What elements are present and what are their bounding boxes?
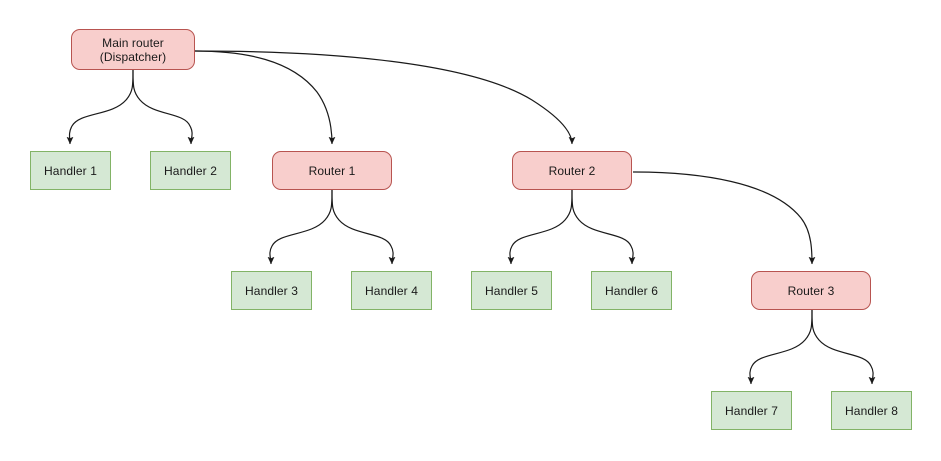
node-handler-2[interactable]: Handler 2 <box>150 151 231 190</box>
node-handler-6[interactable]: Handler 6 <box>591 271 672 310</box>
edge-main-to-router-1 <box>194 50 336 145</box>
node-router-3[interactable]: Router 3 <box>751 271 871 310</box>
node-handler-1[interactable]: Handler 1 <box>30 151 111 190</box>
edge-main-to-handler-1 <box>66 69 134 145</box>
node-handler-7-label: Handler 7 <box>725 403 778 418</box>
node-handler-3-label: Handler 3 <box>245 283 298 298</box>
node-router-1[interactable]: Router 1 <box>272 151 392 190</box>
node-router-3-label: Router 3 <box>787 283 835 298</box>
edge-main-to-handler-2 <box>132 69 195 145</box>
node-router-1-label: Router 1 <box>308 163 356 178</box>
edge-router-2-to-router-3 <box>632 171 816 265</box>
edge-router-1-to-handler-3 <box>267 189 333 265</box>
edge-router-3-to-handler-8 <box>811 309 876 385</box>
edge-main-to-router-2 <box>194 50 576 145</box>
node-handler-3[interactable]: Handler 3 <box>231 271 312 310</box>
node-handler-6-label: Handler 6 <box>605 283 658 298</box>
node-handler-2-label: Handler 2 <box>164 163 217 178</box>
edge-router-2-to-handler-6 <box>571 189 636 265</box>
node-handler-5-label: Handler 5 <box>485 283 538 298</box>
node-handler-7[interactable]: Handler 7 <box>711 391 792 430</box>
node-handler-4-label: Handler 4 <box>365 283 418 298</box>
edge-router-1-to-handler-4 <box>331 189 396 265</box>
node-router-2-label: Router 2 <box>548 163 596 178</box>
node-router-2[interactable]: Router 2 <box>512 151 632 190</box>
node-handler-8[interactable]: Handler 8 <box>831 391 912 430</box>
node-main-router-label: Main router (Dispatcher) <box>99 35 167 64</box>
edge-router-2-to-handler-5 <box>507 189 573 265</box>
edge-router-3-to-handler-7 <box>747 309 813 385</box>
node-handler-8-label: Handler 8 <box>845 403 898 418</box>
node-handler-5[interactable]: Handler 5 <box>471 271 552 310</box>
node-handler-1-label: Handler 1 <box>44 163 97 178</box>
node-handler-4[interactable]: Handler 4 <box>351 271 432 310</box>
node-main-router[interactable]: Main router (Dispatcher) <box>71 29 195 70</box>
